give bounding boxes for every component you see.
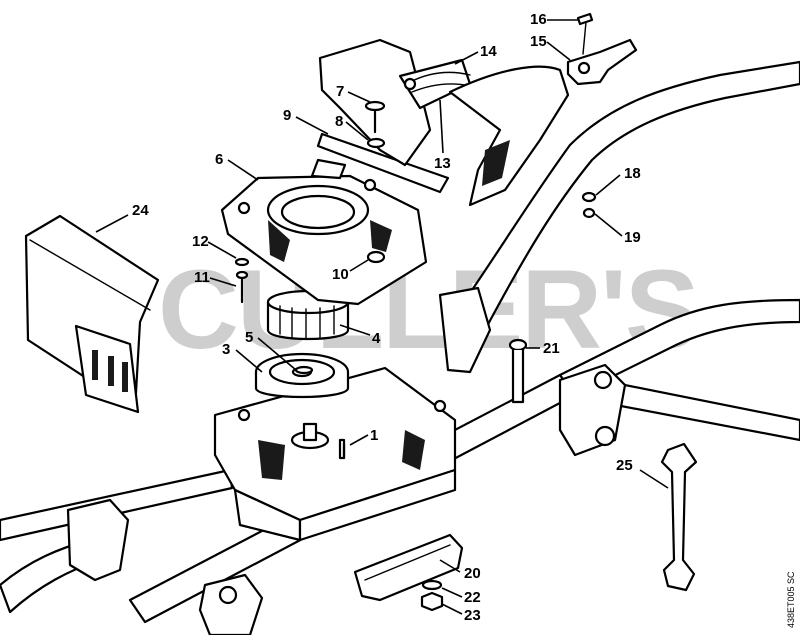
callout-9: 9 xyxy=(283,107,291,124)
callout-1: 1 xyxy=(370,427,378,444)
callout-12: 12 xyxy=(192,233,209,250)
part-16-screw xyxy=(576,12,594,55)
part-7-screw xyxy=(364,100,386,134)
reference-code: 438ET005 SC xyxy=(786,571,796,628)
part-20-clamp xyxy=(353,533,464,602)
part-22-washer xyxy=(421,579,443,591)
part-19-nut xyxy=(582,207,596,219)
part-11-bolt xyxy=(235,270,249,304)
callout-24: 24 xyxy=(132,202,149,219)
part-5-ring xyxy=(294,365,314,375)
callout-22: 22 xyxy=(464,589,481,606)
handle-shroud xyxy=(448,65,570,207)
part-8-washer xyxy=(366,137,386,149)
part-21-bolt xyxy=(508,338,528,404)
part-15-lever xyxy=(566,38,638,86)
part-6-housing-flange xyxy=(220,158,428,306)
part-24-cover xyxy=(24,214,160,414)
callout-13: 13 xyxy=(434,155,451,172)
part-3-drum xyxy=(254,352,350,399)
part-18-washer xyxy=(581,191,597,203)
part-23-nut xyxy=(420,591,444,612)
callout-8: 8 xyxy=(335,113,343,130)
callout-18: 18 xyxy=(624,165,641,182)
callout-23: 23 xyxy=(464,607,481,624)
part-12-washer xyxy=(234,257,250,267)
part-25-wrench xyxy=(660,442,698,592)
callout-20: 20 xyxy=(464,565,481,582)
callout-15: 15 xyxy=(530,33,547,50)
callout-3: 3 xyxy=(222,341,230,358)
callout-21: 21 xyxy=(543,340,560,357)
callout-4: 4 xyxy=(372,330,381,347)
callout-5: 5 xyxy=(245,329,253,346)
callout-11: 11 xyxy=(194,269,210,286)
callout-labels: 1 3 4 5 6 7 8 9 10 11 12 13 14 15 16 18 … xyxy=(132,11,641,624)
callout-19: 19 xyxy=(624,229,641,246)
callout-16: 16 xyxy=(530,11,547,28)
callout-10: 10 xyxy=(332,266,349,283)
callout-6: 6 xyxy=(215,151,223,168)
callout-14: 14 xyxy=(480,43,497,60)
gearbox-housing xyxy=(213,366,457,542)
callout-7: 7 xyxy=(336,83,344,100)
leader-lines xyxy=(95,19,669,615)
part-10-nut xyxy=(366,250,386,264)
callout-25: 25 xyxy=(616,457,633,474)
